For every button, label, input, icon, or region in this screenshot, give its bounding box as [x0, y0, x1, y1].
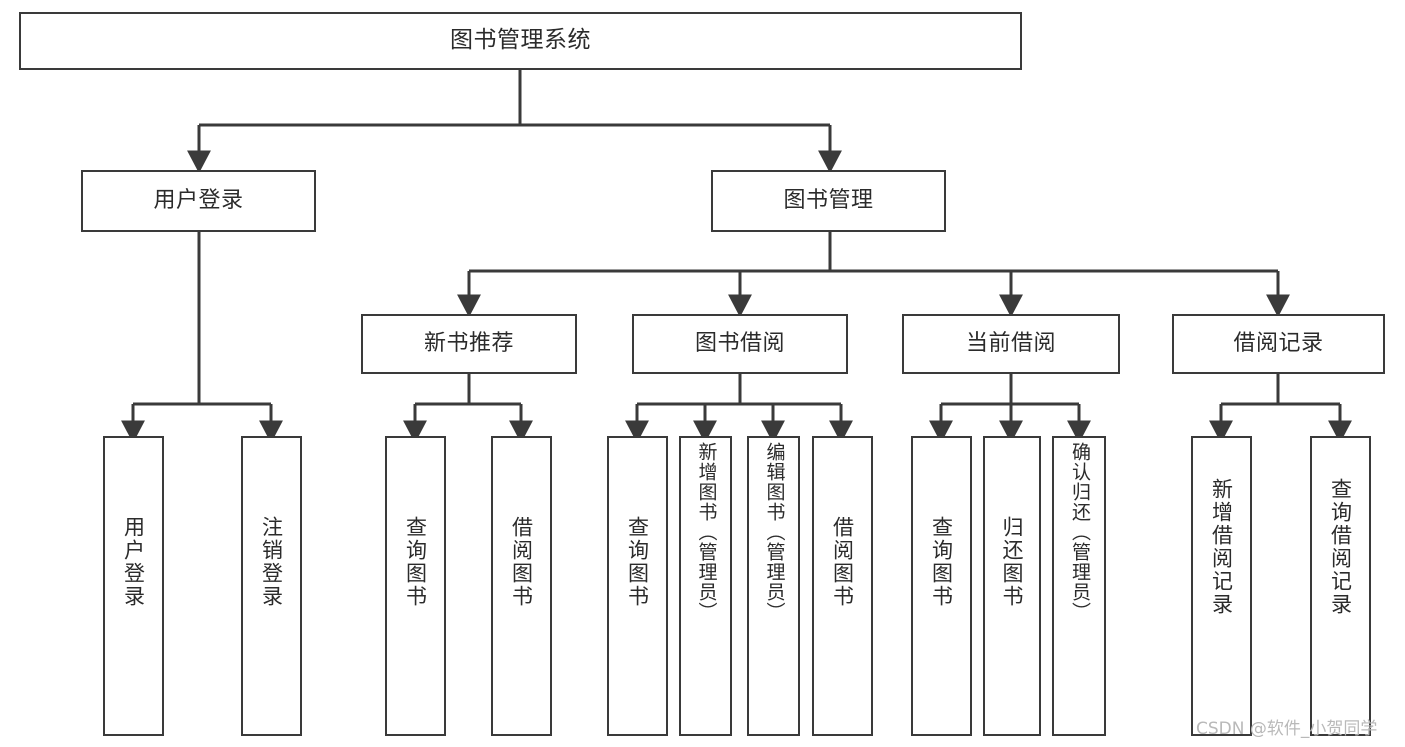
leaf-user-login[interactable]: 用户登录	[103, 436, 164, 736]
leaf-user-login-label: 用户登录	[121, 516, 146, 608]
leaf-return-book-label: 归还图书	[1000, 516, 1025, 608]
node-book-management-label: 图书管理	[783, 188, 874, 214]
node-borrow-record-label: 借阅记录	[1233, 331, 1324, 357]
leaf-return-book[interactable]: 归还图书	[983, 436, 1041, 736]
leaf-borrow-book-1[interactable]: 借阅图书	[491, 436, 552, 736]
node-new-book-recommend[interactable]: 新书推荐	[361, 314, 577, 374]
leaf-borrow-book-2-label: 借阅图书	[830, 516, 855, 608]
node-borrow-record[interactable]: 借阅记录	[1172, 314, 1385, 374]
leaf-logout-login-label: 注销登录	[259, 516, 284, 608]
leaf-add-record-label: 新增借阅记录	[1209, 478, 1234, 616]
leaf-confirm-return-label: 确认归还（管理员）	[1068, 442, 1091, 622]
node-book-management[interactable]: 图书管理	[711, 170, 946, 232]
leaf-query-book-1[interactable]: 查询图书	[385, 436, 446, 736]
leaf-borrow-book-2[interactable]: 借阅图书	[812, 436, 873, 736]
leaf-query-book-3[interactable]: 查询图书	[911, 436, 972, 736]
leaf-edit-book-label: 编辑图书（管理员）	[763, 442, 786, 622]
node-book-borrow[interactable]: 图书借阅	[632, 314, 848, 374]
node-root-label: 图书管理系统	[450, 27, 591, 54]
node-book-borrow-label: 图书借阅	[694, 331, 785, 357]
leaf-query-book-2[interactable]: 查询图书	[607, 436, 668, 736]
node-user-login[interactable]: 用户登录	[81, 170, 316, 232]
node-current-borrow-label: 当前借阅	[965, 331, 1056, 357]
leaf-query-book-1-label: 查询图书	[403, 516, 428, 608]
leaf-query-record[interactable]: 查询借阅记录	[1310, 436, 1371, 736]
csdn-watermark: CSDN @软件_小贺同学	[1196, 719, 1378, 739]
leaf-borrow-book-1-label: 借阅图书	[509, 516, 534, 608]
node-new-book-recommend-label: 新书推荐	[423, 331, 514, 357]
leaf-logout-login[interactable]: 注销登录	[241, 436, 302, 736]
leaf-edit-book[interactable]: 编辑图书（管理员）	[747, 436, 800, 736]
leaf-query-book-3-label: 查询图书	[929, 516, 954, 608]
leaf-add-record[interactable]: 新增借阅记录	[1191, 436, 1252, 736]
node-root[interactable]: 图书管理系统	[19, 12, 1022, 70]
leaf-query-record-label: 查询借阅记录	[1328, 478, 1353, 616]
node-user-login-label: 用户登录	[153, 188, 244, 214]
leaf-add-book[interactable]: 新增图书（管理员）	[679, 436, 732, 736]
leaf-add-book-label: 新增图书（管理员）	[695, 442, 718, 622]
leaf-query-book-2-label: 查询图书	[625, 516, 650, 608]
node-current-borrow[interactable]: 当前借阅	[902, 314, 1120, 374]
leaf-confirm-return[interactable]: 确认归还（管理员）	[1052, 436, 1106, 736]
